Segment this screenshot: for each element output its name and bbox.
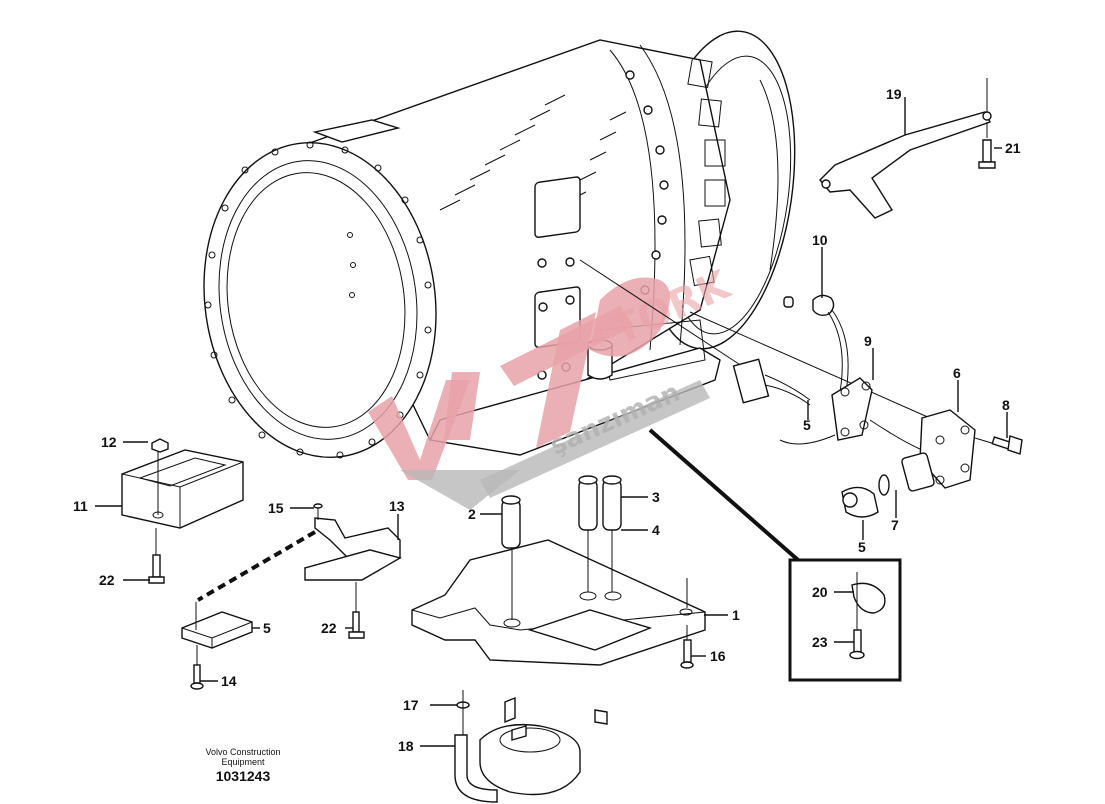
callout-15: 14 bbox=[221, 673, 237, 689]
part-box-12 bbox=[121, 438, 244, 584]
callout-18: 17 bbox=[403, 697, 419, 713]
callout-23: 23 bbox=[812, 634, 828, 650]
callout-16: 15 bbox=[268, 500, 284, 516]
part-bracket-20 bbox=[819, 78, 996, 219]
detail-inset bbox=[648, 424, 902, 682]
callout-1: 1 bbox=[732, 607, 740, 623]
callout-5a: 5 bbox=[803, 417, 811, 433]
callout-6: 5 bbox=[263, 620, 271, 636]
callout-12: 11 bbox=[73, 498, 88, 514]
caption: Volvo Construction Equipment 1031243 bbox=[205, 747, 280, 784]
callout-3: 3 bbox=[652, 489, 660, 505]
callout-10: 9 bbox=[864, 333, 872, 349]
caption-company: Volvo Construction bbox=[205, 747, 280, 757]
callout-19: 18 bbox=[398, 738, 414, 754]
part-connector-6 bbox=[181, 530, 317, 690]
callout-8: 7 bbox=[891, 517, 899, 533]
callout-13: 12 bbox=[101, 434, 117, 450]
callout-20: 19 bbox=[886, 86, 902, 102]
caption-drawing-number: 1031243 bbox=[216, 768, 271, 784]
callout-22b: 22 bbox=[99, 572, 115, 588]
callout-2: 2 bbox=[468, 506, 476, 522]
callout-14: 13 bbox=[389, 498, 405, 514]
callout-22c: 22 bbox=[321, 620, 337, 636]
callout-4: 4 bbox=[652, 522, 660, 538]
part-bracket-14 bbox=[304, 503, 402, 639]
callout-leaders bbox=[95, 97, 1008, 747]
callout-7: 6 bbox=[953, 365, 961, 381]
part-plate-1 bbox=[411, 475, 706, 669]
callout-22a: 21 bbox=[1005, 140, 1021, 156]
transmission-housing bbox=[203, 30, 796, 459]
part-harness-group bbox=[579, 259, 1023, 518]
callout-5b: 5 bbox=[858, 539, 866, 555]
callout-9: 8 bbox=[1002, 397, 1010, 413]
callout-labels: 19 21 10 9 6 8 5 5 7 12 11 22 15 13 22 5… bbox=[73, 86, 1021, 754]
caption-division: Equipment bbox=[221, 757, 265, 767]
callout-11: 10 bbox=[812, 232, 828, 248]
callout-17: 16 bbox=[710, 648, 726, 664]
part-filter-19 bbox=[454, 690, 608, 803]
callout-21: 20 bbox=[812, 584, 828, 600]
